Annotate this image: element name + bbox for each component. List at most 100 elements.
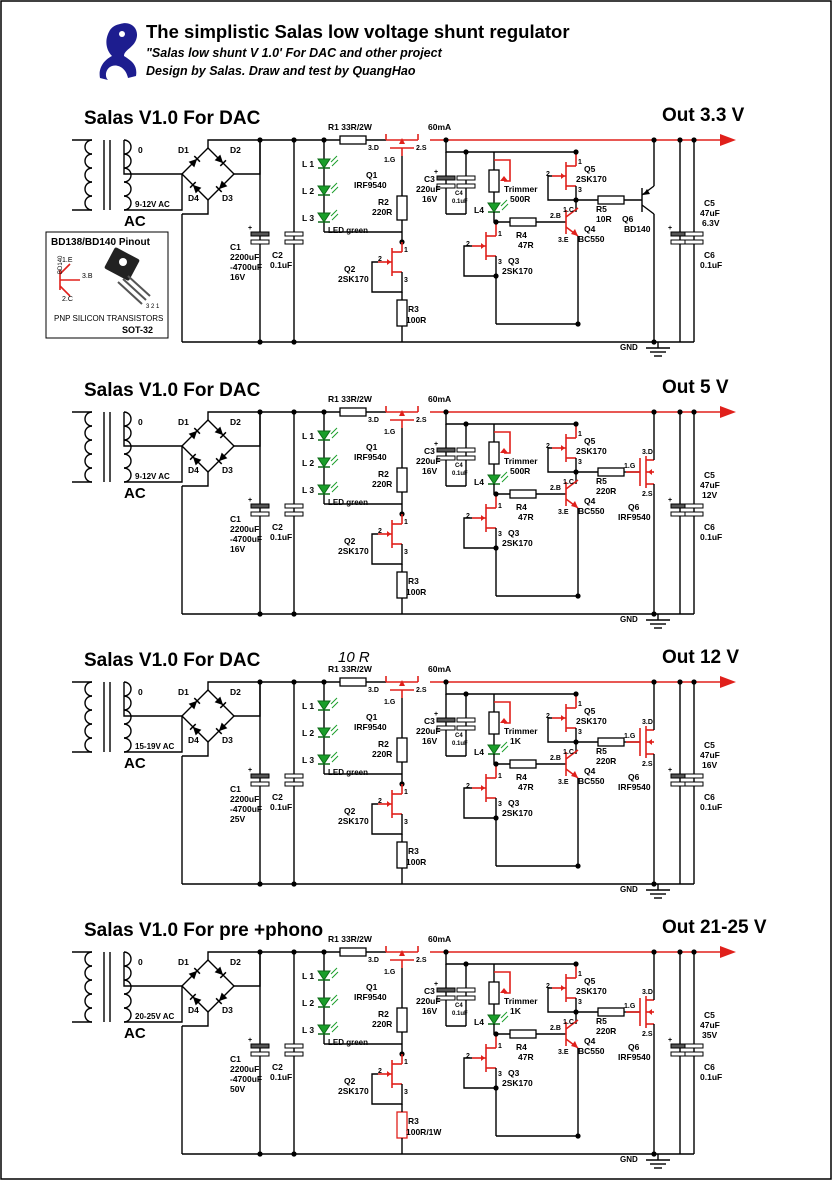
wire-q3-source (463, 517, 497, 549)
mosfet-q6 (626, 996, 654, 1028)
capacitor-c4 (456, 175, 476, 189)
transformer-primary-coil (84, 139, 93, 155)
diode-bar (215, 457, 223, 465)
capacitor-c3: + (434, 441, 456, 461)
bjt-arrow (643, 189, 650, 195)
transformer-primary-coil (84, 167, 93, 183)
transformer-zero-tap: 0 (138, 957, 143, 967)
r5-label: 220R (596, 486, 616, 496)
transformer (72, 681, 132, 753)
led-ray (331, 485, 339, 493)
ac-label: AC (124, 485, 146, 502)
capacitor-plate (284, 1051, 304, 1057)
q4-label: Q4 (584, 224, 596, 234)
diode-label: D2 (230, 417, 241, 427)
q3-label: 2SK170 (502, 266, 533, 276)
q4-pin-c: 1.C (563, 1019, 574, 1026)
transformer-primary-coil (84, 425, 93, 441)
q3-pin-2: 2 (466, 1053, 470, 1060)
transformer-primary-coil (84, 951, 93, 967)
q2-label: Q2 (344, 806, 356, 816)
resistor-r5 (597, 467, 625, 477)
capacitor-c6 (684, 773, 704, 787)
transformer-zero-tap: 0 (138, 145, 143, 155)
c3-label: 16V (422, 194, 437, 204)
c3-label: C3 (424, 174, 435, 184)
wire-q2-source (371, 803, 403, 835)
transformer-secondary-coil (123, 167, 132, 183)
polarity-mark: + (668, 1037, 672, 1044)
junction-dot (651, 679, 657, 685)
current-label: 60mA (428, 394, 451, 404)
output-voltage-label: Out 21-25 V (662, 917, 767, 938)
polarity-mark: + (248, 767, 252, 774)
diode-label: D4 (188, 193, 199, 203)
r5-label: R5 (596, 1016, 607, 1026)
transformer (72, 411, 132, 483)
led-ray (330, 751, 338, 759)
q1-label: IRF9540 (354, 992, 387, 1002)
q6-pin-g: 1.G (624, 463, 636, 470)
led-body (317, 727, 331, 738)
junction-dot (493, 219, 499, 225)
jfet-q3 (472, 232, 496, 260)
q5-label: Q5 (584, 976, 596, 986)
wire-q2-source (371, 261, 403, 293)
capacitor-plate (250, 781, 270, 787)
q4-label: Q4 (584, 766, 596, 776)
capacitor-plate (684, 773, 704, 779)
junction-dot (493, 1085, 499, 1091)
q2-label: 2SK170 (338, 816, 369, 826)
junction-dot (493, 1031, 499, 1037)
led-ray (331, 971, 339, 979)
led-label: L 2 (302, 458, 314, 468)
diode-bar (215, 727, 223, 735)
diode-label: D2 (230, 145, 241, 155)
led-ray (331, 186, 339, 194)
q3-pin-3: 3 (498, 259, 502, 266)
jfet-q2 (378, 790, 402, 818)
l4-label: L4 (474, 205, 484, 215)
wire-q5-source (547, 175, 577, 201)
mosfet-q6 (626, 456, 654, 488)
capacitor-plate (436, 717, 456, 723)
diode-bar (215, 997, 223, 1005)
r3-label: 100R (406, 587, 426, 597)
wire-bridge-plus (207, 951, 260, 960)
r3-label: 100R (406, 315, 426, 325)
mosfet-arrow (648, 469, 652, 475)
output-arrow (720, 406, 736, 418)
led-l4 (487, 1011, 509, 1025)
q6-label: IRF9540 (618, 1052, 651, 1062)
q1-label: IRF9540 (354, 452, 387, 462)
q6-label: Q6 (628, 772, 640, 782)
c3-label: C3 (424, 716, 435, 726)
junction-dot (677, 679, 683, 685)
led-ray (331, 1025, 339, 1033)
led-body (317, 430, 331, 441)
junction-dot (493, 761, 499, 767)
led-label: L 1 (302, 159, 314, 169)
q1-pin-d: 3.D (368, 957, 379, 964)
gnd-label: GND (620, 1155, 638, 1164)
q5-pin-1: 1 (578, 701, 582, 708)
wire-q3-source (463, 787, 497, 819)
r5-label: 220R (596, 756, 616, 766)
q3-pin-3: 3 (498, 531, 502, 538)
junction-dot (443, 409, 449, 415)
q5-label: 2SK170 (576, 174, 607, 184)
c1-label: C1 (230, 1054, 241, 1064)
mosfet-arrow (399, 138, 405, 144)
c5-label: C5 (704, 1010, 715, 1020)
q5-pin-3: 3 (578, 999, 582, 1006)
q1-pin-d: 3.D (368, 145, 379, 152)
led-ray (500, 471, 508, 479)
junction-dot (573, 149, 579, 155)
wire-q3-source (463, 1057, 497, 1089)
led-body (487, 1014, 501, 1025)
ac-label: AC (124, 213, 146, 230)
c1-label: -4700uF (230, 804, 262, 814)
led-note: LED green (328, 1038, 368, 1047)
trimmer-pot (488, 441, 500, 465)
